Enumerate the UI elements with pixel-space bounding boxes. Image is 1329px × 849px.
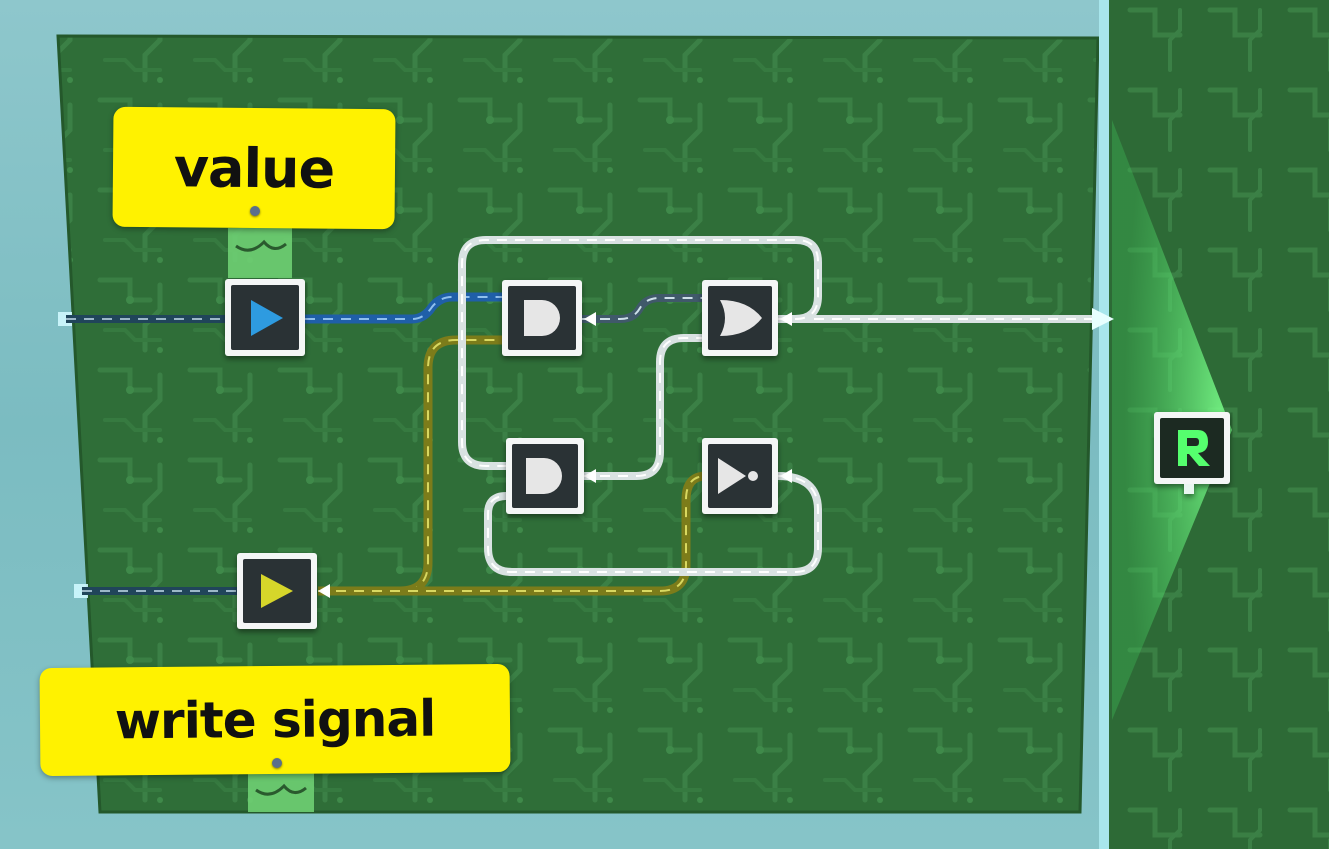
or-gate-icon [720,300,762,336]
yellow-play-triangle-icon [261,574,293,608]
arrow-into-or [780,312,792,326]
write-signal-label-text: write signal [114,689,436,751]
output-node[interactable] [1154,412,1230,494]
logic-wires [458,236,1092,576]
arrow-into-not [780,469,792,483]
and-gate-top[interactable] [502,280,582,356]
blue-play-triangle-icon [251,300,283,336]
and-gate-icon [524,300,560,336]
write-input-node[interactable] [237,553,317,629]
arrow-into-and-bottom [584,469,596,483]
value-label-stem [228,228,292,278]
and-gate-bottom[interactable] [506,438,584,514]
value-label-text: value [173,135,335,201]
and-gate-icon [526,458,562,494]
value-input-node[interactable] [225,279,305,356]
arrow-into-and-top [584,312,596,326]
not-gate-icon [718,458,746,494]
value-label-pin [250,206,260,216]
or-gate[interactable] [702,280,778,356]
r-letter-icon [1178,430,1210,466]
write-signal-label-pin [272,758,282,768]
arrow-into-write [318,584,330,598]
output-connector [1092,308,1114,330]
not-gate[interactable] [702,438,778,514]
circuit-board [58,36,1098,812]
